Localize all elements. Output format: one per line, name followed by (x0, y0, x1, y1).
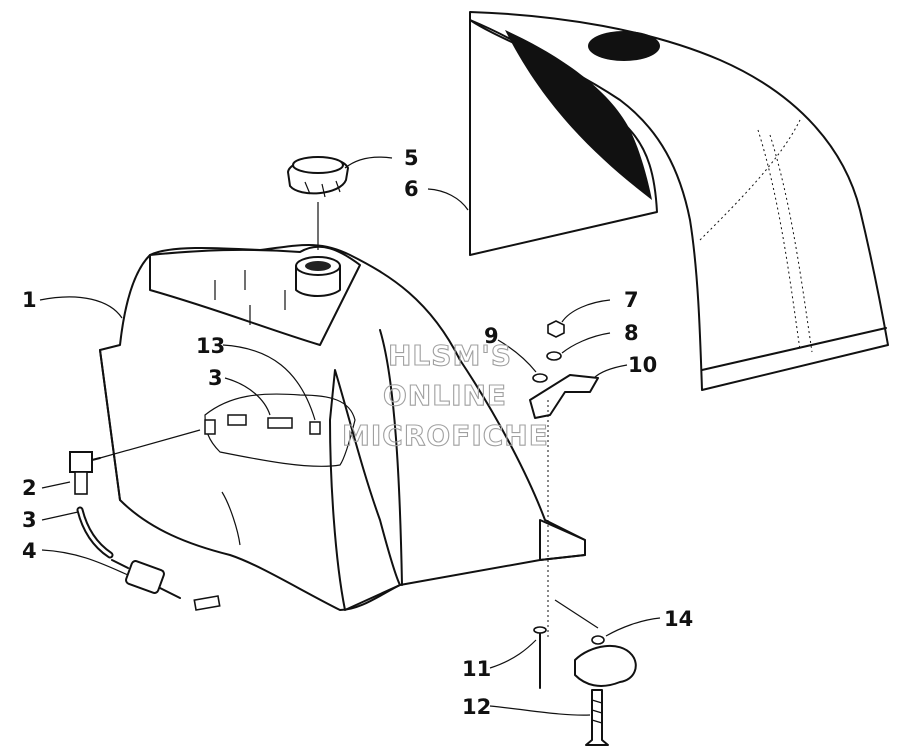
callout-3-tank: 3 (208, 366, 223, 390)
fuel-tank-side-wall (329, 369, 401, 611)
leader-lines (39, 156, 661, 716)
callout-2: 2 (22, 476, 37, 500)
fuel-hose-part (76, 506, 114, 559)
callout-8: 8 (624, 321, 639, 345)
callout-9: 9 (484, 324, 499, 348)
mounting-hardware (529, 320, 637, 746)
bracket-part (529, 374, 599, 419)
callout-5: 5 (404, 146, 419, 170)
callout-1: 1 (22, 288, 37, 312)
seat-cover-part (469, 11, 889, 391)
callout-10: 10 (628, 353, 657, 377)
callout-12: 12 (462, 695, 491, 719)
fuel-tank-part (99, 244, 586, 611)
watermark: HLSM'S ONLINE MICROFICHE (341, 338, 549, 452)
callouts: 1 2 3 3 4 5 6 7 8 9 10 11 12 13 14 (22, 146, 693, 719)
fuel-line-parts (69, 414, 321, 611)
watermark-line-3: MICROFICHE (342, 419, 549, 452)
washer-part-8 (546, 351, 562, 361)
watermark-line-1: HLSM'S (388, 339, 512, 372)
elbow-fitting-part (69, 451, 93, 473)
nut-part (547, 320, 565, 338)
seat-cover-hem (701, 327, 887, 371)
seat-cover-shadow (505, 30, 652, 200)
seat-cover-body (469, 11, 889, 391)
callout-13: 13 (196, 334, 225, 358)
washer-part-14 (591, 635, 605, 645)
callout-3-hose: 3 (22, 508, 37, 532)
fuel-tank-cutaway (204, 393, 356, 467)
callout-7: 7 (624, 288, 639, 312)
callout-11: 11 (462, 657, 491, 681)
watermark-line-2: ONLINE (383, 379, 507, 412)
callout-14: 14 (664, 607, 693, 631)
fuel-tank-body (99, 244, 586, 611)
callout-4: 4 (22, 539, 37, 563)
callout-6: 6 (404, 177, 419, 201)
fuel-tank-top-deck (149, 245, 361, 346)
bolt-part (585, 689, 609, 746)
fuel-filter-part (125, 560, 165, 594)
washer-part-9 (532, 373, 548, 383)
pad-part (574, 644, 637, 687)
fuel-cap-part (287, 156, 349, 250)
seat-cover-hole (588, 31, 660, 61)
